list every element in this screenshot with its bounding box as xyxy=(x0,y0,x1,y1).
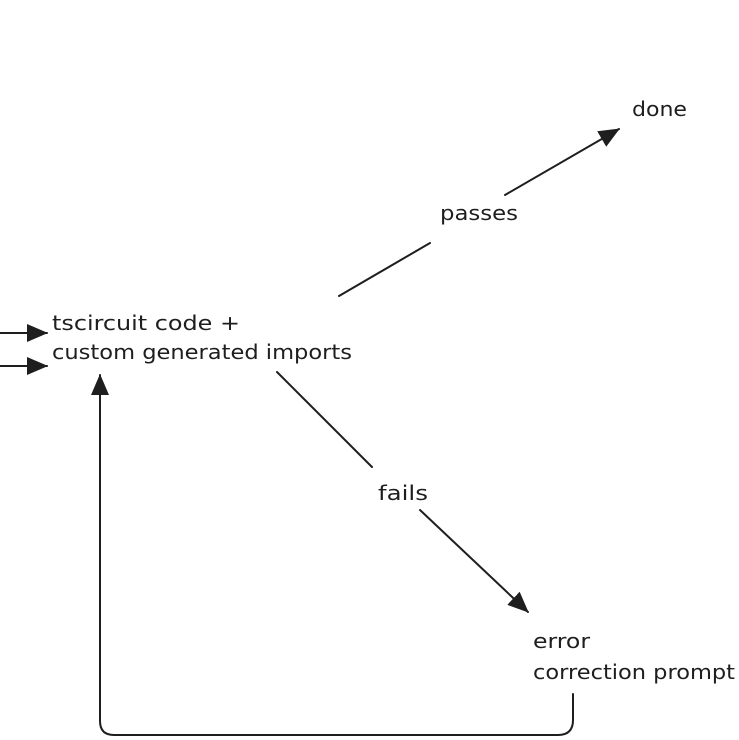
fails-arrow-segment-2 xyxy=(419,509,529,613)
error-node-line1: error xyxy=(533,629,591,653)
code-node-line2: custom generated imports xyxy=(52,340,352,364)
fails-label: fails xyxy=(378,481,428,505)
done-node: done xyxy=(632,97,687,121)
retry-loop-arrow xyxy=(91,374,574,736)
fails-arrow-segment-1 xyxy=(276,371,373,468)
error-node-line2: correction prompt xyxy=(533,660,735,684)
code-node-line1: tscircuit code + xyxy=(52,311,240,335)
passes-arrow-segment-1 xyxy=(338,242,431,297)
passes-label: passes xyxy=(440,201,518,225)
passes-arrow-segment-2 xyxy=(504,128,620,196)
